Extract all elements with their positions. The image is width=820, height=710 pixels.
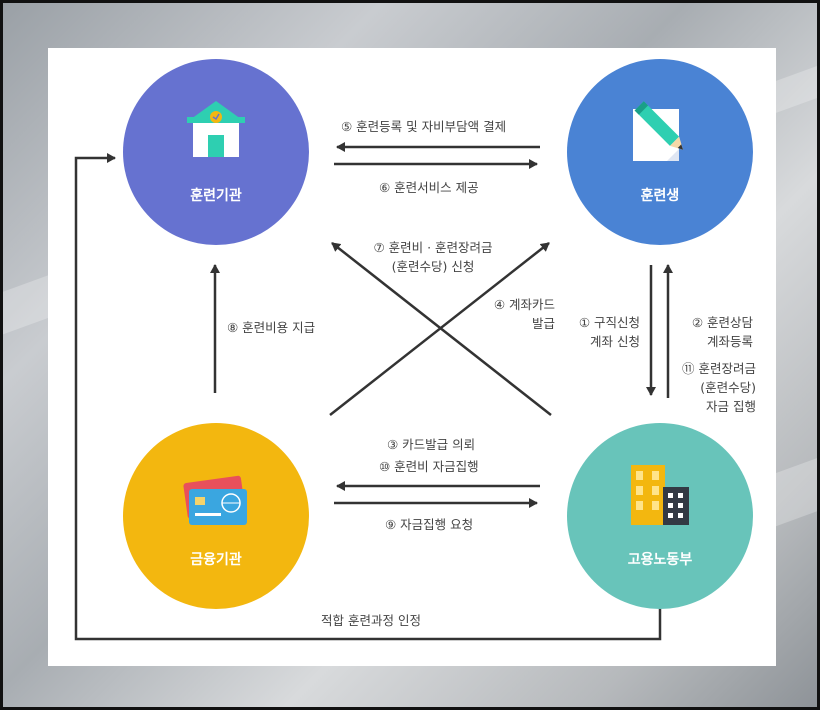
edge-label-11-line3: 자금 집행 [706,399,756,414]
edge-label-9: ⑨ 자금집행 요청 [385,517,474,532]
edge-label-2-line1: ② 훈련상담 [691,315,753,330]
node-ministry-of-labor: 고용노동부 [567,423,753,609]
node-label: 훈련생 [640,188,680,204]
node-financial-institution: 금융기관 [123,423,309,609]
flow-arrows [74,142,673,641]
edge-label-11-line2: (훈련수당) [700,380,756,395]
school-building-icon [187,101,245,157]
edge-label-5: ⑤ 훈련등록 및 자비부담액 결제 [341,119,507,134]
edge-label-7-line1: ⑦ 훈련비 · 훈련장려금 [373,240,493,255]
edge-label-11-line1: ⑪ 훈련장려금 [682,361,756,376]
node-label: 훈련기관 [190,188,242,204]
edge-label-1-line2: 계좌 신청 [590,334,640,349]
node-training-institution: 훈련기관 [123,59,309,245]
edge-label-8: ⑧ 훈련비용 지급 [227,320,316,335]
credit-card-icon [183,475,247,525]
edge-label-1-line1: ① 구직신청 [578,315,640,330]
edge-label-7-line2: (훈련수당) 신청 [391,259,475,274]
node-label: 금융기관 [190,552,242,568]
edge-label-2-line2: 계좌등록 [706,334,753,349]
edge-label-4-line1: ④ 계좌카드 [493,297,555,312]
edge-label-2: ② 훈련상담 계좌등록 [663,313,753,351]
edge-label-6: ⑥ 훈련서비스 제공 [379,180,479,195]
edge-label-course-approval: 적합 훈련과정 인정 [321,613,421,628]
edge-label-10: ⑩ 훈련비 자금집행 [379,459,479,474]
pencil-note-icon [633,101,684,161]
node-label: 고용노동부 [627,552,693,568]
arrow-7-application [331,242,552,416]
arrow-course-approval [74,153,662,641]
edge-label-4: ④ 계좌카드 발급 [463,295,555,333]
edge-label-3: ③ 카드발급 의뢰 [387,437,476,452]
edge-label-7: ⑦ 훈련비 · 훈련장려금 (훈련수당) 신청 [363,238,503,276]
edge-label-4-line2: 발급 [531,316,555,331]
buildings-icon [631,465,689,525]
edge-label-1: ① 구직신청 계좌 신청 [548,313,640,351]
node-trainee: 훈련생 [567,59,753,245]
edge-label-11: ⑪ 훈련장려금 (훈련수당) 자금 집행 [658,359,756,416]
